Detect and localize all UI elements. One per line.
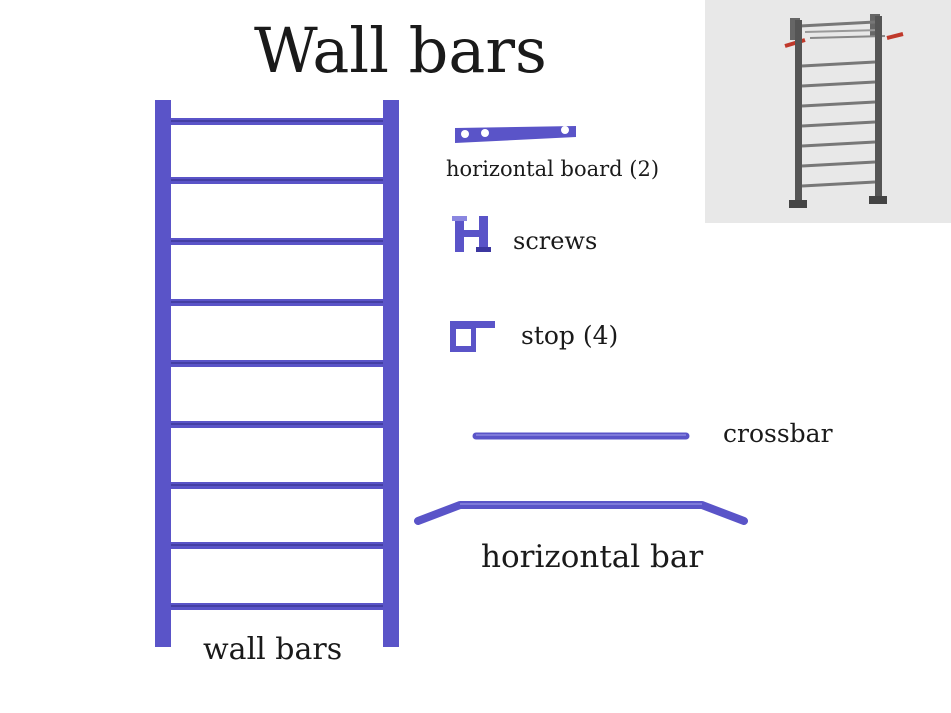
crossbar-label: crossbar [723, 419, 833, 448]
right-upright [383, 100, 399, 647]
horizontal-board-part [455, 126, 576, 143]
wall-bars-part [155, 100, 399, 647]
horizontal-board-label: horizontal board (2) [446, 157, 660, 181]
left-upright [155, 100, 171, 647]
assembled-wall-bars-preview-icon [784, 14, 904, 208]
stop-part [450, 321, 495, 352]
wall-bars-label: wall bars [203, 632, 343, 667]
screws-label: screws [513, 227, 598, 255]
screws-part [452, 216, 491, 252]
assembled-preview-thumbnail [705, 0, 951, 223]
stop-label: stop (4) [521, 321, 619, 350]
horizontal-bar-part [414, 501, 748, 525]
horizontal-bar-label: horizontal bar [481, 539, 704, 575]
ladder-rungs [171, 118, 383, 610]
page-title: Wall bars [254, 14, 547, 87]
crossbar-part [472, 432, 690, 440]
